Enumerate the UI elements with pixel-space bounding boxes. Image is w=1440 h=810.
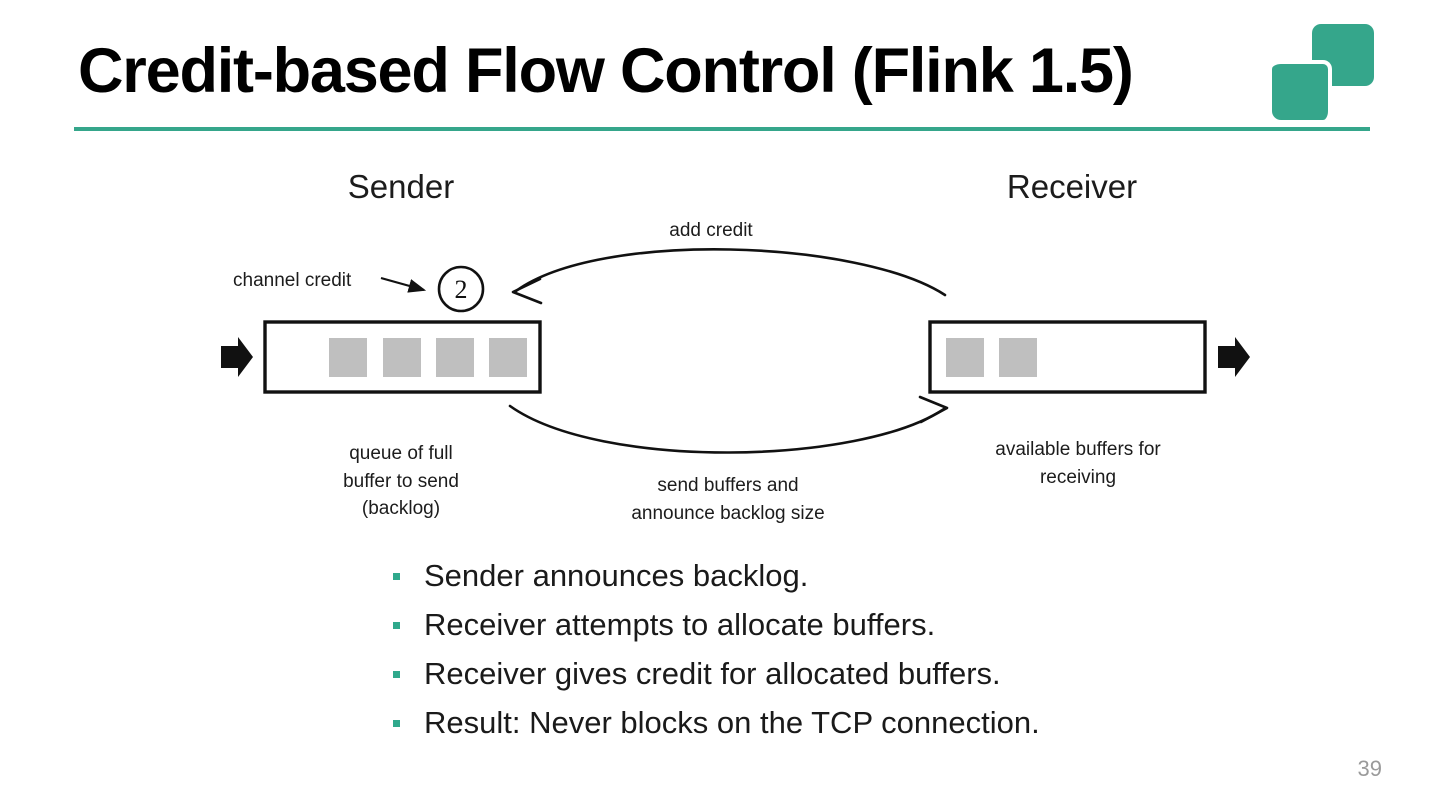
diagram-heading-receiver: Receiver	[1006, 168, 1138, 205]
channel-credit-pointer-arrow	[380, 276, 427, 293]
receiver-caption-line1: available buffers for	[995, 439, 1161, 460]
list-item-label: Receiver attempts to allocate buffers.	[424, 607, 936, 642]
list-item: Receiver gives credit for allocated buff…	[393, 656, 1293, 705]
receiver-outbound-arrow-icon	[1218, 337, 1250, 377]
channel-credit-label: channel credit	[233, 270, 352, 291]
page-number: 39	[1357, 756, 1382, 781]
bullet-list: Sender announces backlog. Receiver attem…	[393, 558, 1293, 754]
credit-flow-diagram: Sender Receiver 2	[0, 150, 1440, 550]
receiver-buffer-slot	[946, 338, 984, 377]
send-buffers-label: send buffers and announce backlog size	[631, 472, 824, 527]
diagram-heading-sender: Sender	[347, 168, 455, 205]
send-buffers-label-line2: announce backlog size	[631, 502, 825, 524]
list-item-label: Sender announces backlog.	[424, 558, 809, 593]
channel-credit-circle	[437, 265, 485, 313]
bullet-marker-icon	[393, 622, 400, 629]
add-credit-arrow-path	[514, 248, 947, 297]
title-divider	[74, 127, 1370, 131]
sender-caption-line3: (backlog)	[361, 498, 441, 520]
diagram-vector-layer: 2	[221, 248, 1250, 454]
list-item: Receiver attempts to allocate buffers.	[393, 607, 1293, 656]
sender-inbound-arrow-icon	[221, 337, 253, 377]
page-title: Credit-based Flow Control (Flink 1.5)	[78, 36, 1134, 106]
channel-credit-value: 2	[455, 275, 468, 304]
add-credit-label: add credit	[669, 220, 753, 241]
receiver-caption: available buffers for receiving	[995, 436, 1160, 491]
sender-buffer-slot	[329, 338, 367, 377]
bullet-marker-icon	[393, 671, 400, 678]
send-buffers-arrow-path	[508, 404, 946, 454]
sender-caption-line1: queue of full	[349, 443, 453, 464]
send-buffers-arrowhead	[918, 395, 949, 424]
sender-buffer-slot	[489, 338, 527, 377]
list-item: Result: Never blocks on the TCP connecti…	[393, 705, 1293, 754]
apache-flink-logo	[1272, 24, 1374, 120]
send-buffers-label-line1: send buffers and	[657, 475, 799, 496]
sender-buffer-slot	[383, 338, 421, 377]
list-item-label: Result: Never blocks on the TCP connecti…	[424, 705, 1040, 740]
bullet-marker-icon	[393, 720, 400, 727]
add-credit-arrowhead	[511, 277, 543, 305]
logo-square-small-icon	[1272, 60, 1332, 120]
sender-caption-line2: buffer to send	[343, 470, 459, 492]
receiver-caption-line2: receiving	[1039, 466, 1117, 488]
sender-buffer-slot	[436, 338, 474, 377]
list-item-label: Receiver gives credit for allocated buff…	[424, 656, 1001, 691]
sender-caption: queue of full buffer to send (backlog)	[343, 440, 459, 523]
list-item: Sender announces backlog.	[393, 558, 1293, 607]
bullet-marker-icon	[393, 573, 400, 580]
receiver-buffer-slot	[999, 338, 1037, 377]
